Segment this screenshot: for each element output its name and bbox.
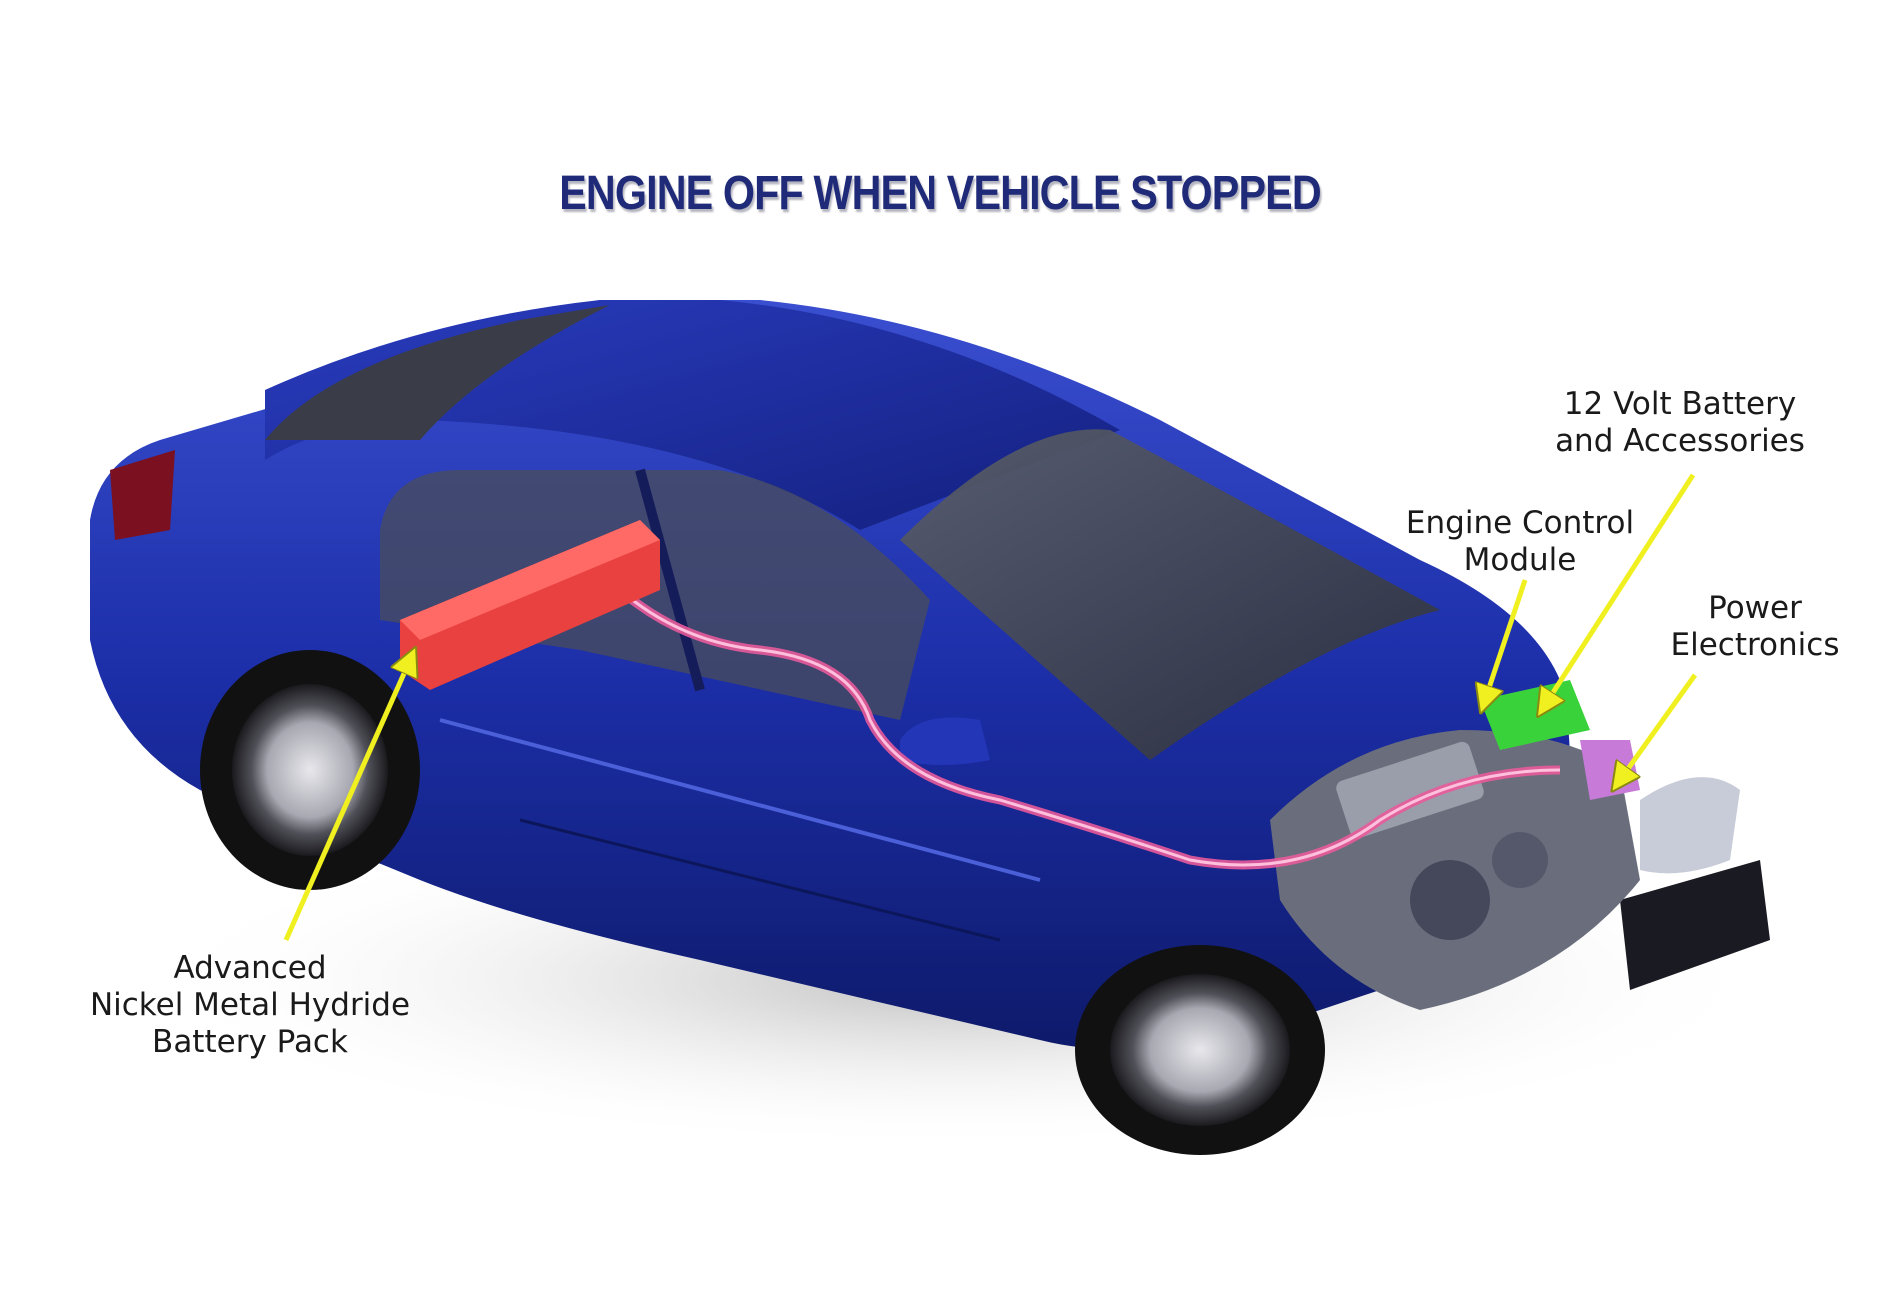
rear-window: [265, 305, 610, 440]
label-battery-pack-line1: Advanced: [173, 950, 327, 986]
arrow-engine-control: [1485, 579, 1528, 700]
arrow-power-electronics: [1620, 673, 1698, 780]
label-12-volt-battery: 12 Volt Battery and Accessories: [1530, 386, 1830, 460]
page-title: ENGINE OFF WHEN VEHICLE STOPPED: [559, 167, 1321, 220]
label-engine-control-line2: Module: [1463, 542, 1577, 578]
label-power-electronics-line2: Electronics: [1670, 627, 1840, 663]
label-12-volt-line2: and Accessories: [1555, 423, 1805, 459]
label-power-electronics: Power Electronics: [1640, 590, 1870, 664]
tail-light: [110, 450, 175, 540]
side-mirror: [900, 717, 990, 765]
label-engine-control-module: Engine Control Module: [1370, 505, 1670, 579]
grille: [1620, 860, 1770, 990]
arrow-12-volt: [1545, 473, 1696, 705]
label-battery-pack-line2: Nickel Metal Hydride: [89, 987, 411, 1023]
label-engine-control-line1: Engine Control: [1405, 505, 1635, 541]
label-battery-pack: Advanced Nickel Metal Hydride Battery Pa…: [75, 950, 425, 1061]
label-battery-pack-line3: Battery Pack: [152, 1024, 348, 1060]
headlight: [1640, 777, 1740, 874]
label-12-volt-line1: 12 Volt Battery: [1563, 386, 1797, 422]
label-power-electronics-line1: Power: [1708, 590, 1802, 626]
arrow-battery-pack: [283, 660, 410, 942]
windshield: [900, 429, 1440, 760]
